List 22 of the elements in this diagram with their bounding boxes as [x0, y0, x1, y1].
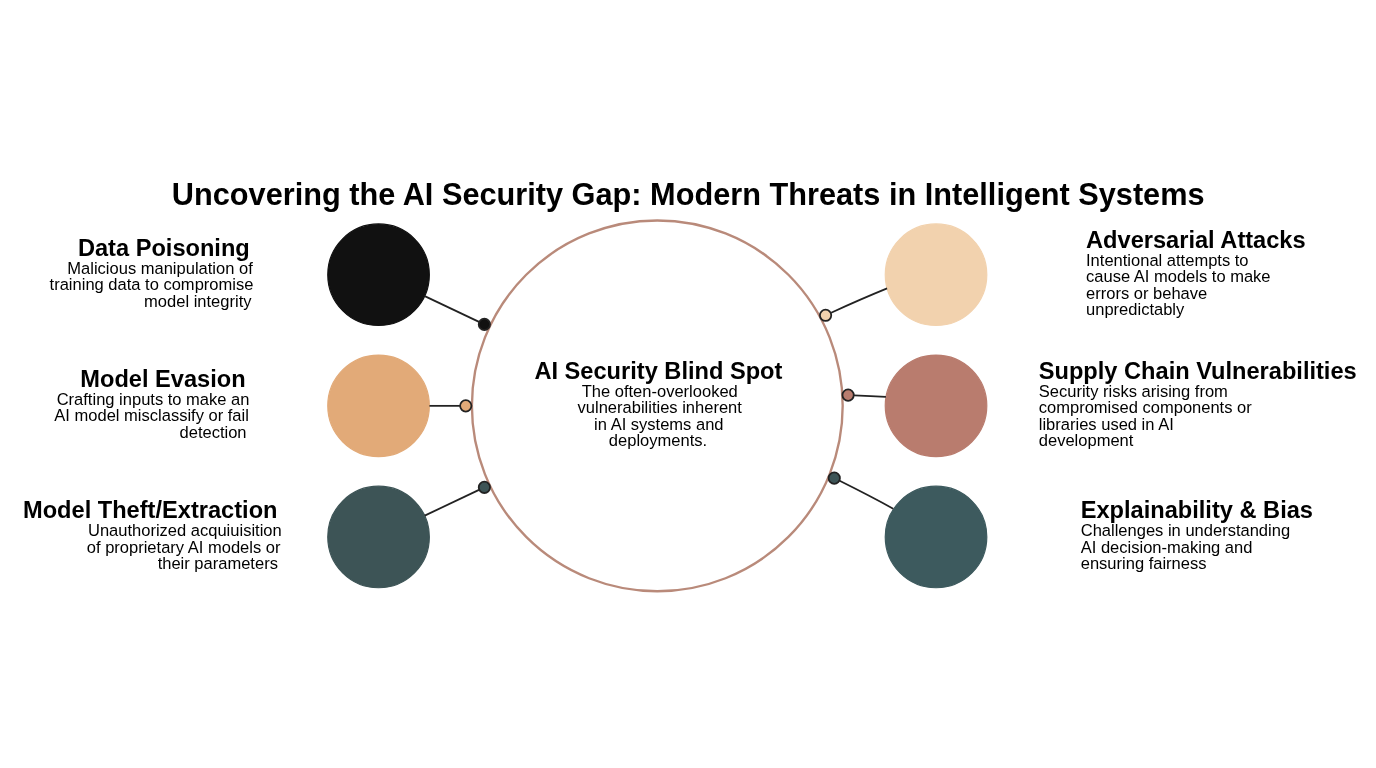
- node-label: Intentional attempts to cause AI models to make errors or behave unpredictably: [1086, 250, 1271, 320]
- connector: [819, 287, 888, 322]
- connector: [827, 471, 895, 510]
- node-circle: [884, 354, 988, 458]
- diagram-title: Uncovering the AI Security Gap: Modern Threats in Intelligent Systems: [171, 176, 1205, 212]
- connector: [423, 295, 491, 331]
- node-label: Model Evasion: [80, 365, 246, 392]
- node-circle: [884, 485, 988, 589]
- node-label: Crafting inputs to make an AI model misclassify or fail detection: [54, 389, 250, 442]
- node-circle: [327, 354, 430, 458]
- node-circle: [327, 485, 430, 589]
- node-circle: [884, 223, 988, 327]
- node-circle: [327, 223, 430, 327]
- connector: [428, 399, 473, 413]
- node-label: Data Poisoning: [77, 234, 250, 261]
- node-label: Explainability & Bias: [1080, 497, 1313, 524]
- connector: [423, 480, 491, 517]
- node-label: Supply Chain Vulnerabilities: [1038, 357, 1357, 384]
- connector: [841, 388, 887, 402]
- node-label: Adversarial Attacks: [1086, 226, 1306, 253]
- node-label: Model Theft/Extraction: [23, 497, 278, 524]
- node-label: Unauthorized acquiuisition of proprietary AI models or their parameters: [86, 521, 282, 574]
